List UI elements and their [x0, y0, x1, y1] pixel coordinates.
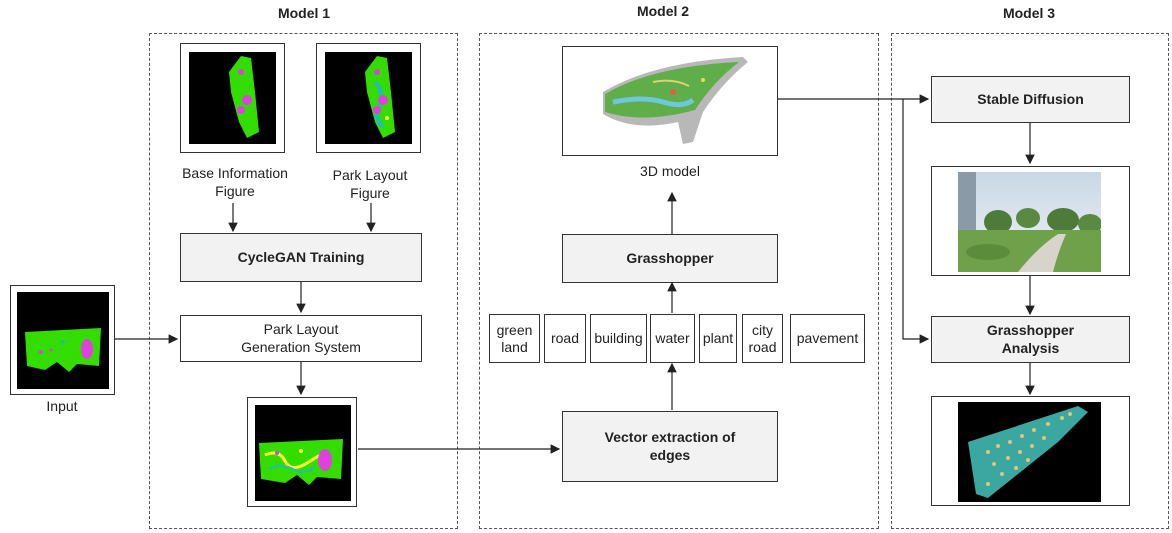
analysis-result-frame [931, 396, 1130, 506]
grasshopper-analysis-box: Grasshopper Analysis [931, 316, 1130, 363]
category-road: road [544, 314, 586, 363]
grasshopper-box: Grasshopper [562, 234, 778, 283]
base-information-figure-image [189, 52, 276, 144]
model-3-panel [891, 33, 1169, 529]
category-pavement: pavement [790, 314, 865, 363]
category-building: building [590, 314, 647, 363]
cyclegan-training-box: CycleGAN Training [180, 233, 422, 282]
3d-model-frame [562, 46, 778, 156]
category-city-road: city road [742, 314, 783, 363]
input-image-frame [10, 285, 115, 395]
rendered-scene-frame [931, 166, 1130, 276]
3d-model-label: 3D model [640, 163, 700, 179]
generated-layout-frame [247, 397, 357, 507]
base-information-figure-frame [180, 43, 285, 153]
model-2-panel [479, 33, 879, 529]
park-layout-figure-image [325, 52, 412, 144]
generation-system-box: Park Layout Generation System [180, 315, 422, 362]
input-label: Input [46, 398, 78, 414]
model-2-title: Model 2 [636, 3, 690, 19]
3d-model-render-image [603, 57, 748, 144]
model-1-title: Model 1 [277, 5, 331, 21]
park-layout-label: Park Layout Figure [332, 167, 408, 202]
generated-layout-image [255, 405, 351, 501]
model-1-panel [149, 33, 458, 529]
stable-diffusion-box: Stable Diffusion [931, 76, 1130, 123]
model-3-title: Model 3 [1002, 5, 1056, 21]
rendered-park-scene-image [958, 172, 1101, 272]
category-green-land: green land [489, 314, 540, 363]
arrow-3d-to-analysis [902, 99, 930, 344]
category-water: water [650, 314, 695, 363]
category-plant: plant [699, 314, 737, 363]
base-information-label: Base Information Figure [182, 165, 288, 200]
vector-extraction-box: Vector extraction of edges [562, 411, 778, 482]
park-layout-figure-frame [316, 43, 421, 153]
input-site-mask-image [17, 292, 109, 389]
analysis-result-image [958, 402, 1101, 502]
